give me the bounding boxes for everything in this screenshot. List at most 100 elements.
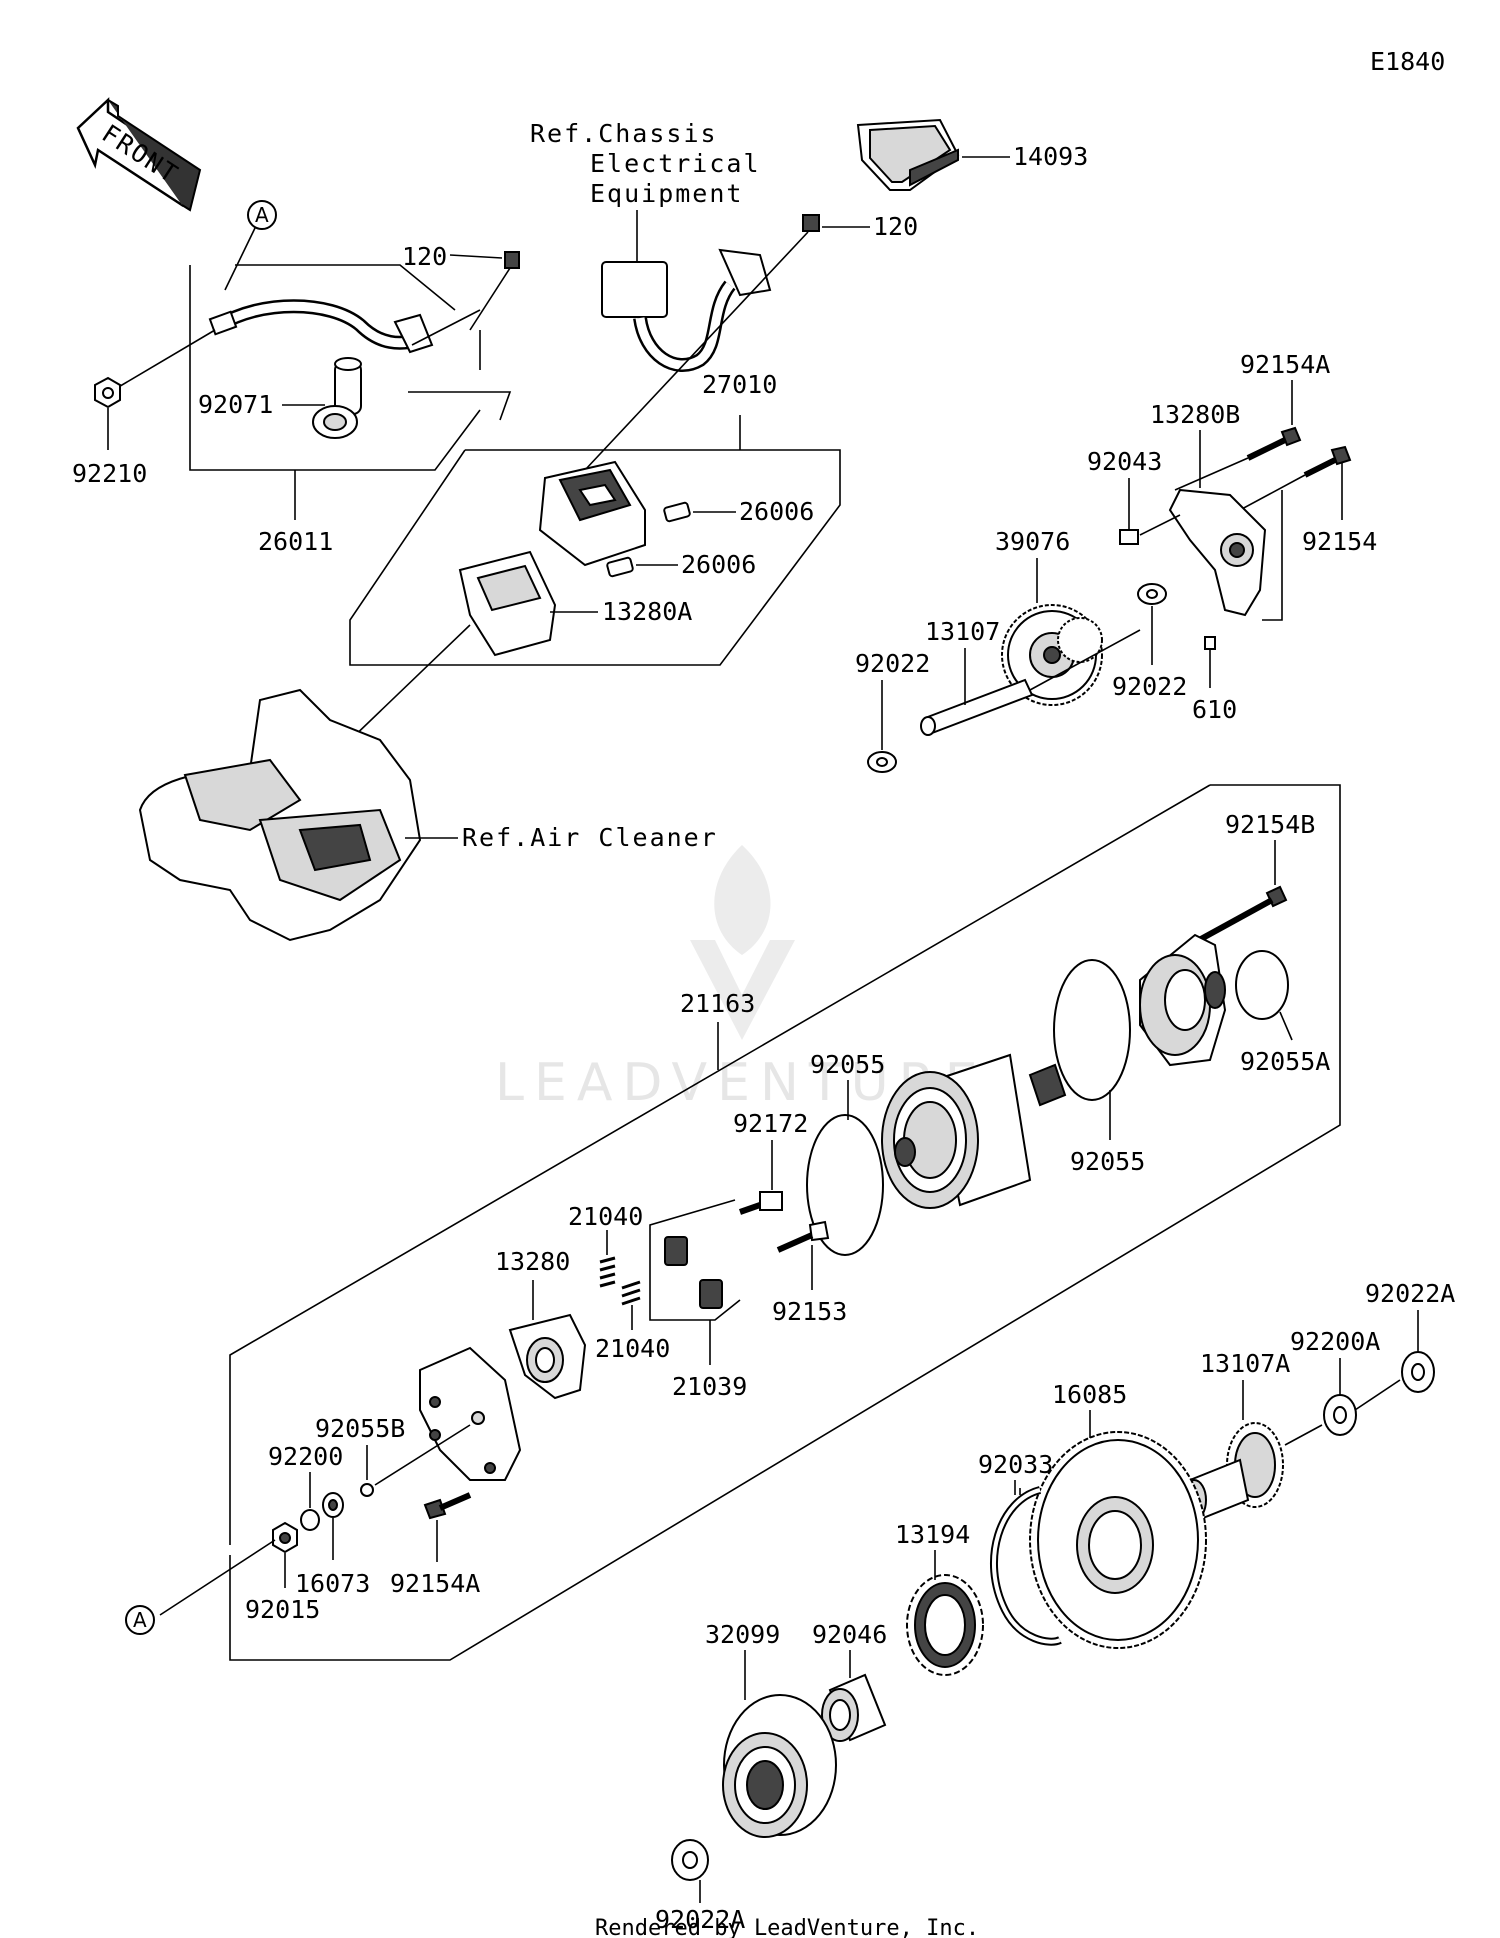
bolt-120-right	[584, 214, 820, 471]
leader-a-top	[224, 227, 256, 291]
bolt-92154	[1239, 445, 1352, 511]
shaft-13107	[920, 678, 1034, 736]
frame-21039	[649, 1199, 741, 1321]
relay-cover-14093	[856, 118, 960, 191]
label-92154a-top: 92154A	[1240, 350, 1330, 379]
chassis-connector	[601, 248, 772, 372]
label-21163: 21163	[680, 989, 755, 1018]
label-27010: 27010	[702, 370, 777, 399]
callout-a-bottom-circle	[125, 1605, 155, 1635]
label-13280: 13280	[495, 1247, 570, 1276]
terminal-cap-92071	[312, 357, 362, 439]
label-92055b: 92055B	[315, 1414, 405, 1443]
starter-front-cover	[1139, 933, 1227, 1067]
label-13280a: 13280A	[602, 597, 692, 626]
bolt-120-left	[469, 251, 520, 331]
footer-credit: Rendered by LeadVenture, Inc.	[595, 1916, 979, 1938]
label-92015: 92015	[245, 1595, 320, 1624]
label-120-left: 120	[402, 242, 447, 271]
label-14093: 14093	[1013, 142, 1088, 171]
label-16073: 16073	[295, 1569, 370, 1598]
bolt-92154a-bottom	[423, 1492, 472, 1520]
frame-21163-left	[229, 784, 1211, 1545]
label-120-right: 120	[873, 212, 918, 241]
label-92210: 92210	[72, 459, 147, 488]
bracket-26011-top	[235, 264, 456, 311]
starter-relay	[538, 460, 646, 567]
pin-610	[1204, 636, 1216, 650]
ref-chassis-line1: Ref.Chassis	[530, 119, 718, 148]
label-21039: 21039	[672, 1372, 747, 1401]
starter-clutch-gear-16085	[1029, 1431, 1207, 1649]
o-ring-92055a	[1235, 950, 1289, 1020]
label-26006-lower: 26006	[681, 550, 756, 579]
label-92046: 92046	[812, 1620, 887, 1649]
label-610: 610	[1192, 695, 1237, 724]
spring-21040-lower	[621, 1280, 641, 1306]
battery-cable	[208, 299, 434, 354]
bolt-92154b	[1188, 885, 1288, 948]
o-ring-92055-right	[1053, 959, 1131, 1101]
dowel-92043	[1119, 529, 1139, 545]
callout-a-top: A	[255, 203, 269, 227]
label-92071: 92071	[198, 390, 273, 419]
label-92154b: 92154B	[1225, 810, 1315, 839]
fuse-26006-upper	[663, 501, 691, 523]
needle-bearing-92046	[821, 1673, 887, 1742]
label-92200: 92200	[268, 1442, 343, 1471]
watermark: LEADVENTURE	[495, 845, 978, 1113]
gear-housing-32099	[722, 1694, 837, 1838]
label-92200a: 92200A	[1290, 1327, 1380, 1356]
label-13107: 13107	[925, 617, 1000, 646]
label-16085: 16085	[1052, 1380, 1127, 1409]
label-92153: 92153	[772, 1297, 847, 1326]
label-13194: 13194	[895, 1520, 970, 1549]
screw-92172	[739, 1191, 783, 1215]
leader-92210	[104, 329, 216, 396]
label-92055-left: 92055	[810, 1050, 885, 1079]
relay-holder-13280a	[458, 550, 557, 657]
screw-92153	[776, 1220, 830, 1253]
diagram-id: E1840	[1370, 47, 1445, 76]
brush-lower	[699, 1279, 723, 1309]
label-26006-upper: 26006	[739, 497, 814, 526]
label-39076: 39076	[995, 527, 1070, 556]
bracket-26011-left	[189, 265, 481, 471]
idler-gear-39076	[1001, 604, 1103, 706]
callout-a-bottom: A	[133, 1608, 147, 1632]
ref-chassis-line3: Equipment	[590, 179, 743, 208]
brush-plate-13280	[508, 1313, 587, 1400]
label-92172: 92172	[733, 1109, 808, 1138]
spring-21040-upper	[599, 1256, 616, 1288]
label-92055-right: 92055	[1070, 1147, 1145, 1176]
o-ring-92055-left	[806, 1114, 884, 1256]
idler-plate-13280b	[1168, 488, 1267, 617]
label-26011: 26011	[258, 527, 333, 556]
label-21040-lower: 21040	[595, 1334, 670, 1363]
bolt-92154a-top	[1174, 426, 1302, 491]
label-92022-right: 92022	[1112, 672, 1187, 701]
ref-chassis-line2: Electrical	[590, 149, 761, 178]
air-cleaner-housing	[138, 688, 422, 942]
frame-21163-right	[229, 784, 1341, 1661]
label-32099: 32099	[705, 1620, 780, 1649]
label-92043: 92043	[1087, 447, 1162, 476]
starter-yoke-armature	[881, 1053, 1067, 1209]
label-13280b: 13280B	[1150, 400, 1240, 429]
label-92154a-bottom: 92154A	[390, 1569, 480, 1598]
front-arrow-icon: FRONT	[76, 97, 202, 212]
callout-a-top-circle	[247, 200, 277, 230]
label-92154: 92154	[1302, 527, 1377, 556]
label-21040-upper: 21040	[568, 1202, 643, 1231]
fuse-26006-lower	[606, 556, 634, 578]
washer-92200	[300, 1509, 320, 1531]
frame-27010	[349, 449, 841, 666]
starter-rear-cover	[419, 1346, 522, 1481]
label-92022a-bottom: 92022A	[655, 1905, 745, 1934]
one-way-clutch-13194	[906, 1574, 984, 1676]
o-ring-92055b	[360, 1483, 374, 1497]
label-92022-left: 92022	[855, 649, 930, 678]
label-13107a: 13107A	[1200, 1349, 1290, 1378]
ref-air-cleaner: Ref.Air Cleaner	[462, 823, 718, 852]
